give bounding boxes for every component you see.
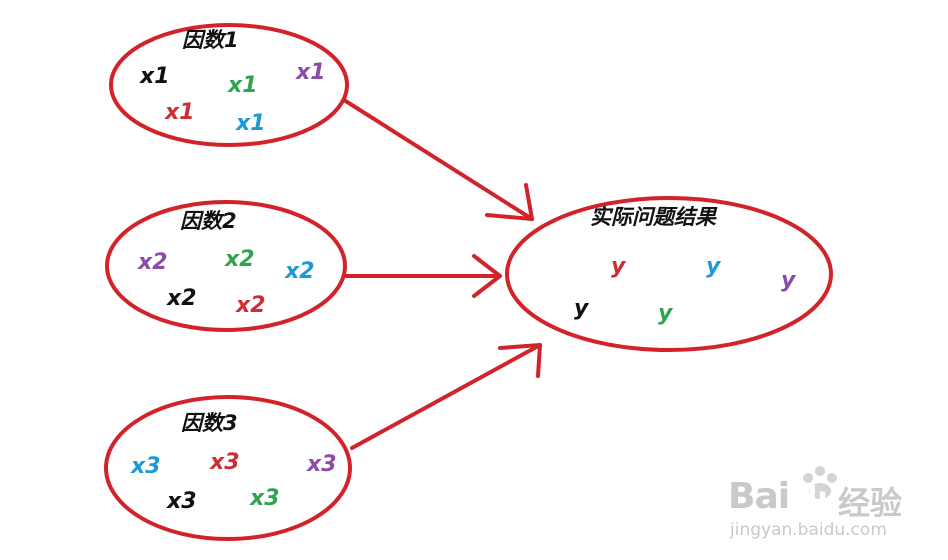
- result-value: y: [611, 254, 626, 279]
- watermark-brand-cn: 经验: [838, 484, 903, 522]
- result-value: y: [574, 296, 589, 321]
- result-ellipse: [505, 196, 833, 352]
- factor3-ellipse: [104, 395, 352, 541]
- arrow-factor2-to-result: [344, 254, 502, 298]
- paw-logo-icon: [803, 466, 837, 499]
- factor3-value: x3: [167, 489, 197, 514]
- factor1-value: x1: [165, 100, 195, 125]
- factor3-value: x3: [307, 452, 337, 477]
- result-value: y: [658, 301, 673, 326]
- factor2-value: x2: [167, 286, 197, 311]
- factor3-value: x3: [131, 454, 161, 479]
- watermark-brand: Bai: [728, 476, 790, 517]
- factor1-value: x1: [296, 60, 326, 85]
- factor2-value: x2: [236, 293, 266, 318]
- factor3-value: x3: [250, 486, 280, 511]
- arrow-factor3-to-result: [350, 343, 542, 450]
- factor3-title: 因数3: [181, 411, 238, 435]
- factor1-title: 因数1: [182, 28, 239, 52]
- factor1-value: x1: [228, 73, 258, 98]
- factor1-ellipse: [109, 23, 349, 147]
- watermark-paw-text: du: [796, 481, 839, 516]
- watermark-url: jingyan.baidu.com: [730, 520, 887, 540]
- factor1-value: x1: [236, 111, 266, 136]
- factor2-value: x2: [138, 250, 168, 275]
- result-value: y: [706, 254, 721, 279]
- factor2-value: x2: [285, 259, 315, 284]
- factor2-title: 因数2: [180, 209, 237, 233]
- factor3-value: x3: [210, 450, 240, 475]
- factor2-value: x2: [225, 247, 255, 272]
- factor1-value: x1: [140, 64, 170, 89]
- factor2-ellipse: [105, 200, 347, 332]
- result-value: y: [781, 268, 796, 293]
- arrow-factor1-to-result: [342, 98, 534, 221]
- result-title: 实际问题结果: [590, 205, 716, 229]
